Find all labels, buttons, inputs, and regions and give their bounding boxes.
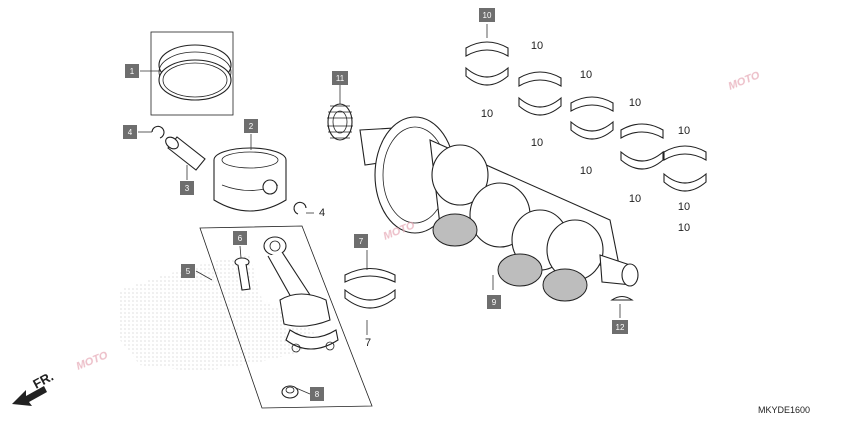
main-bearing-set-3 <box>570 96 614 140</box>
connecting-rod-enclosure <box>199 225 373 409</box>
svg-text:9: 9 <box>492 298 497 307</box>
callout-2[interactable]: 2 <box>244 119 258 133</box>
watermark-top-right: MOTO <box>727 69 762 93</box>
svg-text:7: 7 <box>359 237 364 246</box>
piston-pin <box>165 136 206 171</box>
main-bearing-shells <box>465 41 707 192</box>
ref-number-10: 10 <box>678 222 690 234</box>
piston-rings-group <box>150 31 234 116</box>
ref-number-7: 7 <box>365 337 371 349</box>
callout-8[interactable]: 8 <box>310 387 324 401</box>
engine-block-outline-shading <box>120 255 330 372</box>
ref-number-10: 10 <box>531 137 543 149</box>
svg-text:12: 12 <box>616 323 625 332</box>
callout-10[interactable]: 10 <box>479 8 495 22</box>
callout-12[interactable]: 12 <box>612 320 628 334</box>
callout-5[interactable]: 5 <box>181 264 195 278</box>
svg-text:4: 4 <box>128 128 133 137</box>
svg-text:11: 11 <box>336 74 345 83</box>
leader-lines <box>138 24 621 395</box>
main-bearing-set-2 <box>518 71 562 116</box>
ref-number-10: 10 <box>531 40 543 52</box>
callout-9[interactable]: 9 <box>487 295 501 309</box>
ref-number-10: 10 <box>678 201 690 213</box>
callout-1[interactable]: 1 <box>125 64 139 78</box>
ref-number-10: 10 <box>629 97 641 109</box>
crankshaft <box>359 116 639 302</box>
primary-drive-gear <box>327 103 353 141</box>
front-direction-indicator: FR. <box>12 369 56 406</box>
svg-text:3: 3 <box>185 184 190 193</box>
svg-text:2: 2 <box>249 122 254 131</box>
front-arrow-icon <box>12 386 47 406</box>
ref-number-10: 10 <box>629 193 641 205</box>
svg-text:6: 6 <box>238 234 243 243</box>
main-bearing-set-1 <box>465 41 509 86</box>
ref-number-10: 10 <box>481 108 493 120</box>
piston-pin-clip-lower <box>293 201 307 215</box>
main-bearing-set-5 <box>663 145 707 192</box>
callout-7[interactable]: 7 <box>354 234 368 248</box>
callout-6[interactable]: 6 <box>233 231 247 245</box>
connecting-rod <box>263 236 331 327</box>
piston <box>213 147 287 212</box>
svg-text:5: 5 <box>186 267 191 276</box>
watermark-bottom-left: MOTO <box>75 349 110 373</box>
svg-text:1: 1 <box>130 67 135 76</box>
callout-4[interactable]: 4 <box>123 125 137 139</box>
rod-bearing <box>344 267 396 309</box>
callout-11[interactable]: 11 <box>332 71 348 85</box>
connecting-rod-cap <box>285 329 339 353</box>
woodruff-key <box>610 295 634 301</box>
rod-nut <box>281 385 299 399</box>
ref-number-10: 10 <box>580 69 592 81</box>
front-label: FR. <box>30 369 56 392</box>
main-bearing-set-4 <box>620 123 664 170</box>
main-bearing-labels: 10 10 10 10 10 10 10 10 10 10 <box>481 40 690 234</box>
rod-bolt <box>234 257 251 291</box>
ref-number-4: 4 <box>319 207 325 219</box>
diagram-code: MKYDE1600 <box>758 405 810 415</box>
svg-text:8: 8 <box>315 390 320 399</box>
ref-number-10: 10 <box>580 165 592 177</box>
ref-number-10: 10 <box>678 125 690 137</box>
piston-pin-clip-upper <box>151 125 165 139</box>
callout-3[interactable]: 3 <box>180 181 194 195</box>
svg-text:10: 10 <box>483 11 492 20</box>
